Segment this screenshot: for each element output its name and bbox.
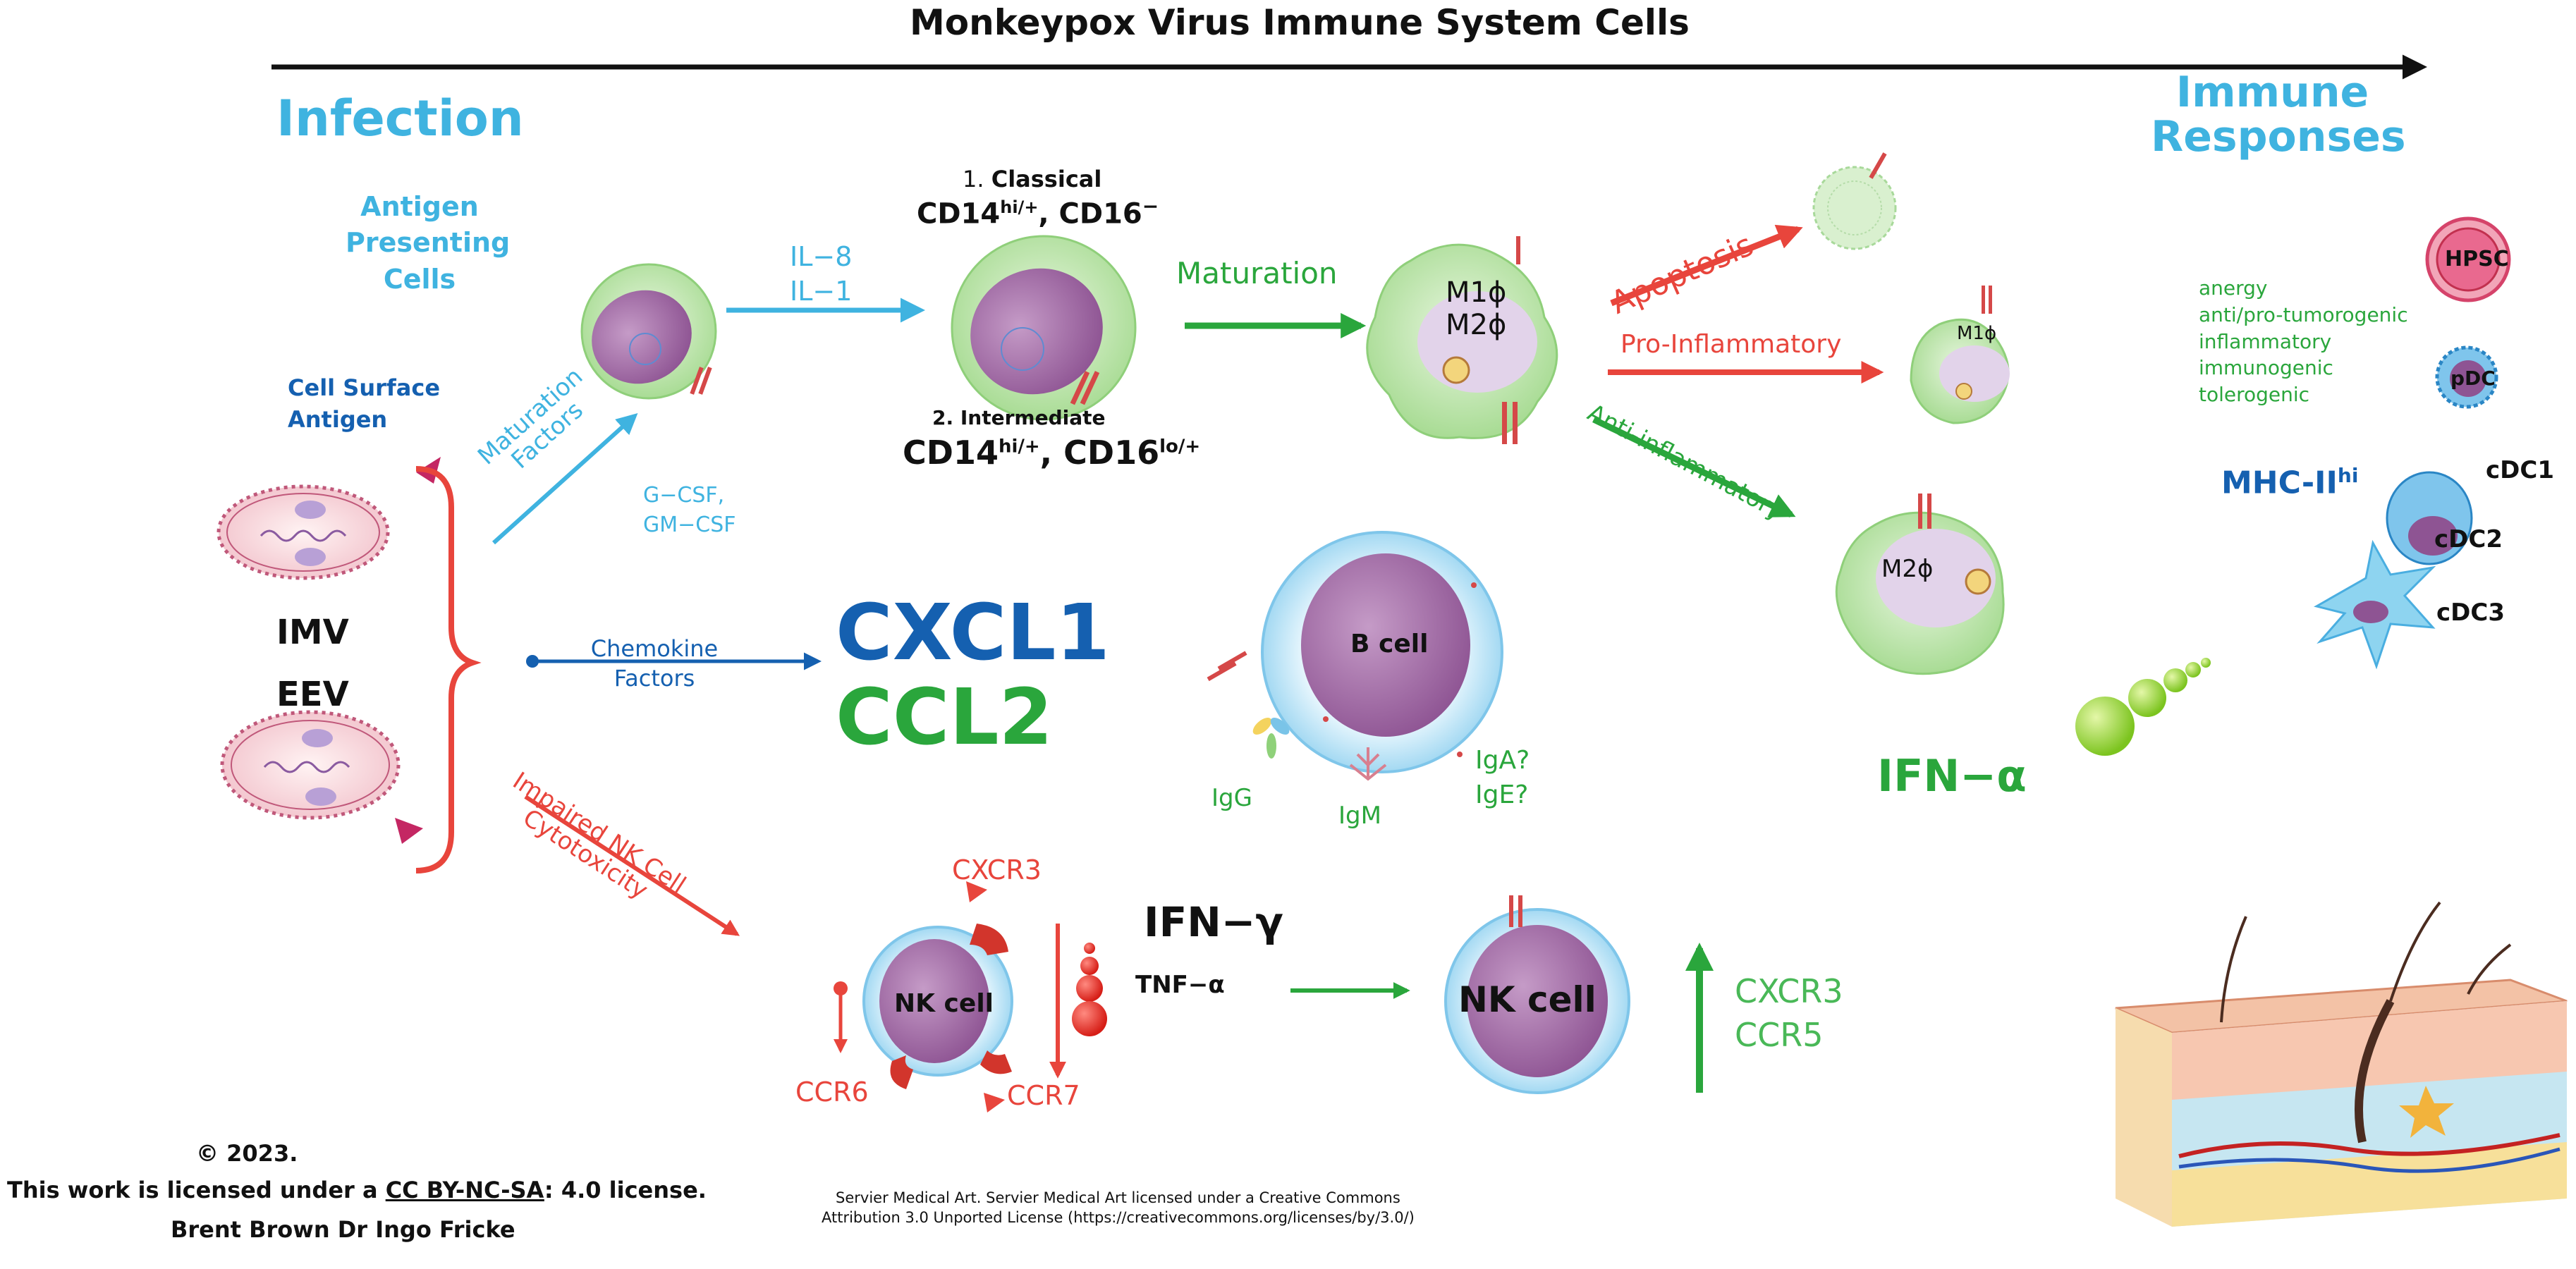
- ccr7-label: CCR7: [1007, 1080, 1080, 1111]
- b-cell-label: B cell: [1350, 630, 1429, 658]
- igm-antibody: [1349, 747, 1387, 781]
- nk-cell-small-label: NK cell: [894, 989, 994, 1018]
- copyright-label: © 2023.: [196, 1140, 298, 1167]
- classical-label: 1. Classical: [963, 166, 1102, 192]
- hpsc-label: HPSC: [2445, 247, 2509, 271]
- iga-ige-label: IgA? IgE?: [1475, 746, 1530, 809]
- macrophage-m1-m2: [1366, 236, 1558, 444]
- nk-cell-small: [862, 881, 1013, 1112]
- b-cell: [1207, 531, 1503, 773]
- intermediate-cd14-sup: hi/+: [998, 436, 1040, 458]
- classical-cd14-sup: hi/+: [1000, 197, 1039, 217]
- cxcl1-label: CXCL1: [836, 587, 1110, 678]
- license-line: This work is licensed under a CC BY-NC-S…: [7, 1177, 707, 1203]
- classical-cd16-sup: −: [1142, 195, 1159, 218]
- imv-virion: [216, 457, 441, 580]
- ifn-alpha-balls: [2075, 658, 2211, 756]
- mhc-text: MHC-II: [2221, 465, 2338, 501]
- cdc3-label: cDC3: [2436, 599, 2505, 627]
- classical-markers: CD14hi/+, CD16−: [917, 195, 1159, 231]
- m2-small-label: M2ϕ: [1881, 555, 1934, 583]
- red-brace: [415, 466, 482, 873]
- tnf-alpha-label: TNF−α: [1135, 971, 1225, 999]
- eev-virion: [220, 710, 423, 844]
- cdc1-cdc2-cell: [2386, 471, 2473, 565]
- igm-label: IgM: [1338, 802, 1381, 830]
- classical-cd14: CD14: [917, 197, 1001, 231]
- macrophage-m1: [1910, 286, 2010, 424]
- skin-illustration: [2115, 901, 2568, 1227]
- monocyte-precursor: [580, 263, 717, 400]
- apoptotic-cell: [1812, 152, 1897, 250]
- classical-number: 1.: [963, 166, 984, 192]
- mhc-label: MHC-IIhi: [2221, 465, 2358, 500]
- anti-inflammatory-arrow: [1592, 416, 1796, 518]
- nk-cell-large-label: NK cell: [1458, 979, 1597, 1020]
- license-link[interactable]: CC BY-NC-SA: [385, 1177, 544, 1203]
- apoptosis-arrow: [1610, 224, 1803, 307]
- license-prefix: This work is licensed under a: [7, 1177, 386, 1203]
- mhc-sup: hi: [2337, 464, 2359, 487]
- servier-credit: Servier Medical Art. Servier Medical Art…: [822, 1189, 1415, 1227]
- maturation-label: Maturation: [1176, 256, 1338, 290]
- intermediate-cd14: CD14: [903, 434, 999, 472]
- nk-cell-large: [1444, 895, 1630, 1094]
- diagram-title: Monkeypox Virus Immune System Cells: [910, 2, 1690, 43]
- eev-label: EEV: [276, 675, 349, 714]
- ccl2-label: CCL2: [836, 672, 1054, 762]
- license-suffix: : 4.0 license.: [544, 1177, 707, 1203]
- hpsc-cell: [2425, 216, 2511, 302]
- dc-functions-list: anergy anti/pro-tumorogenic inflammatory…: [2199, 276, 2408, 407]
- cdc1-label: cDC1: [2486, 456, 2554, 484]
- csf-label: G−CSF, GM−CSF: [643, 483, 736, 537]
- cxcr3-ccr5-label: CXCR3 CCR5: [1735, 972, 1843, 1055]
- authors-label: Brent Brown Dr Ingo Fricke: [171, 1216, 515, 1243]
- m1-small-label: M1ϕ: [1957, 323, 1997, 344]
- imv-label: IMV: [276, 613, 349, 652]
- intermediate-markers: CD14hi/+, CD16lo/+: [903, 436, 1200, 470]
- il-label: IL−8 IL−1: [790, 241, 853, 307]
- impaired-nk-arrow: [524, 795, 740, 936]
- ifn-gamma-label: IFN−γ: [1144, 898, 1283, 946]
- monocyte-classical: [951, 235, 1137, 421]
- cxcr3-top-label: CXCR3: [952, 854, 1042, 885]
- macrophage-m2: [1835, 494, 2005, 675]
- intermediate-label: 2. Intermediate: [932, 406, 1106, 429]
- apc-label: Antigen Presenting Cells: [346, 191, 511, 295]
- cdc3-cell: [2314, 539, 2436, 670]
- igg-antibody: [1252, 718, 1290, 759]
- cell-surface-antigen-label: Cell Surface Antigen: [288, 374, 441, 433]
- m1-m2-label: M1ϕ M2ϕ: [1446, 276, 1507, 341]
- immune-responses-label: Immune Responses: [2151, 68, 2406, 161]
- pdc-cell: [2435, 345, 2498, 409]
- infection-label: Infection: [276, 90, 524, 147]
- intermediate-cd16-sup: lo/+: [1159, 436, 1201, 458]
- ifn-alpha-label: IFN−α: [1877, 750, 2027, 802]
- cdc2-label: cDC2: [2434, 525, 2503, 553]
- ifn-gamma-balls: [1072, 943, 1107, 1036]
- chemokine-label: Chemokine Factors: [590, 635, 719, 692]
- igg-label: IgG: [1211, 784, 1252, 812]
- classical-cd16: , CD16: [1038, 197, 1142, 231]
- pro-inflammatory-label: Pro-Inflammatory: [1620, 330, 1842, 359]
- ccr6-label: CCR6: [795, 1077, 869, 1108]
- classical-text: Classical: [991, 166, 1102, 192]
- intermediate-cd16: , CD16: [1039, 434, 1160, 472]
- maturation-factors-arrow: [492, 412, 638, 545]
- pdc-label: pDC: [2450, 367, 2496, 390]
